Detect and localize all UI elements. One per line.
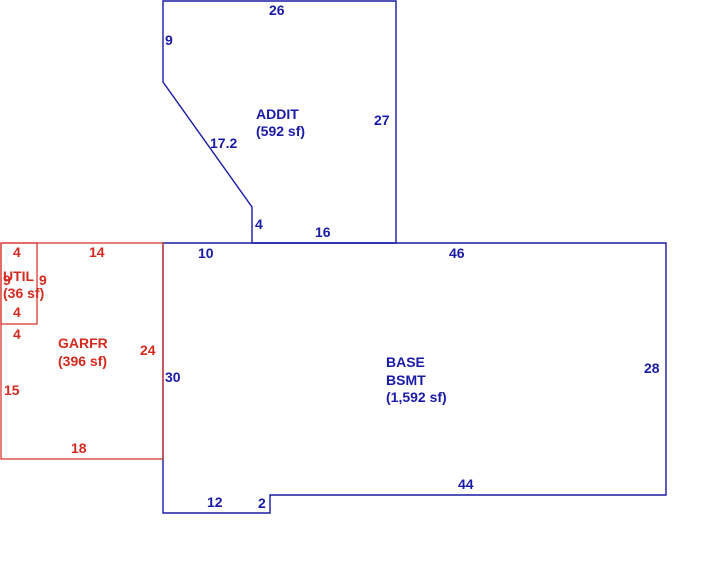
dim-base-top: 46 [449, 245, 465, 261]
dim-addit-step: 4 [255, 216, 263, 232]
dim-addit-bottom: 16 [315, 224, 331, 240]
util-area-label: (36 sf) [3, 285, 44, 301]
dim-base-bottom-left: 12 [207, 494, 223, 510]
dim-util-left: 9 [3, 272, 11, 288]
dim-garfr-top: 14 [89, 244, 105, 260]
dim-garfr-right: 24 [140, 342, 156, 358]
dim-garfr-left-upper: 4 [13, 326, 21, 342]
addit-area-label: (592 sf) [256, 123, 305, 139]
garfr-area-label: (396 sf) [58, 353, 107, 369]
util-name-label: UTIL [3, 268, 35, 284]
dim-base-bottom: 44 [458, 476, 474, 492]
dim-addit-diag: 17.2 [210, 135, 237, 151]
base-area-label: (1,592 sf) [386, 389, 447, 405]
dim-base-top-left: 10 [198, 245, 214, 261]
dim-base-right: 28 [644, 360, 660, 376]
dim-garfr-left: 15 [4, 382, 20, 398]
base-name-line1: BASE [386, 354, 425, 370]
dim-addit-left: 9 [165, 32, 173, 48]
dim-addit-right: 27 [374, 112, 390, 128]
dim-base-left: 30 [165, 369, 181, 385]
dim-addit-top: 26 [269, 2, 285, 18]
dim-util-right: 9 [39, 272, 47, 288]
garfr-outline [0, 242, 164, 460]
dim-util-bottom: 4 [13, 304, 21, 320]
addit-name-label: ADDIT [256, 106, 299, 122]
util-outline [0, 242, 38, 325]
base-bsmt-outline [162, 242, 667, 514]
dim-base-notch: 2 [258, 495, 266, 511]
addit-outline [162, 0, 397, 244]
garfr-name-label: GARFR [58, 335, 108, 351]
dim-util-top: 4 [13, 244, 21, 260]
dim-garfr-bottom: 18 [71, 440, 87, 456]
base-name-line2: BSMT [386, 372, 426, 388]
